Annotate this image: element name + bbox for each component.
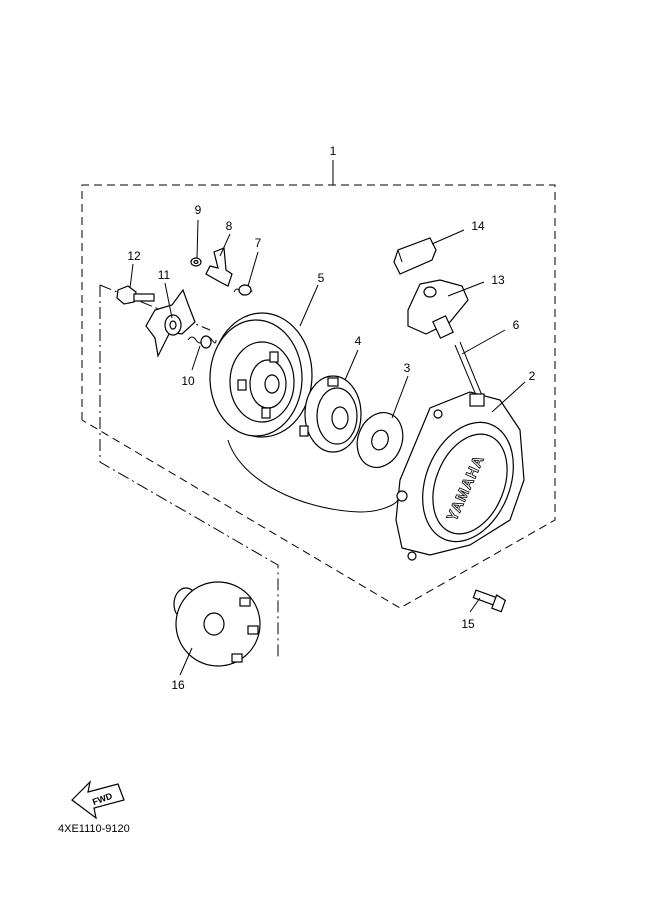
washer-3 [356,412,404,468]
label-part-14: 14 [471,219,485,233]
label-part-6: 6 [513,318,520,332]
label-part-1: 1 [330,144,337,158]
spring-10 [187,335,217,349]
leader-lines [129,219,526,676]
label-part-7: 7 [255,236,262,250]
label-part-5: 5 [318,271,325,285]
label-part-3: 3 [404,361,411,375]
handle-13 [407,279,469,339]
handle-cap-14 [393,237,437,275]
label-part-9: 9 [195,203,202,217]
label-part-8: 8 [226,219,233,233]
ratchet-plate-11 [145,288,196,358]
fwd-arrow-icon: FWD [71,780,125,820]
bolt-12 [116,285,155,305]
label-part-15: 15 [461,617,475,631]
label-part-13: 13 [491,273,505,287]
label-part-16: 16 [171,678,185,692]
clip-9 [190,257,202,267]
starter-cable-outer-2 [459,341,484,399]
label-part-12: 12 [127,249,141,263]
label-part-4: 4 [355,334,362,348]
starter-pulley-16 [173,581,261,667]
bracket-8 [205,247,233,287]
starter-cable-outer [454,344,479,401]
spring-7 [233,284,253,296]
reference-line-left [99,285,279,660]
assembly-boundary [81,184,556,609]
reel-5 [209,312,313,438]
label-part-2: 2 [529,369,536,383]
starter-cable [227,439,399,513]
drive-plate-4 [299,375,362,453]
label-part-10: 10 [181,374,195,388]
screw-15 [472,589,507,613]
label-part-11: 11 [158,268,171,282]
starter-cover-2: YAMAHA [395,391,525,561]
drawing-code: 4XE1110-9120 [58,823,130,835]
